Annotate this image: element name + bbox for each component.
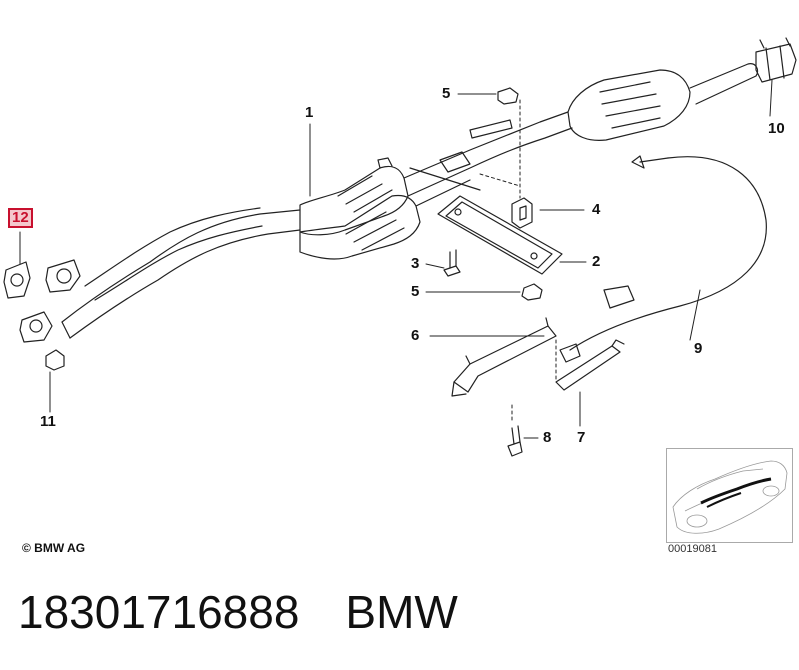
exhaust-parts-diagram <box>3 37 797 457</box>
cable-bracket <box>451 317 557 397</box>
callout-12-highlighted[interactable]: 12 <box>8 208 33 228</box>
footer-caption: 18301716888 BMW <box>18 585 458 639</box>
flange-nuts <box>497 87 543 301</box>
callout-10: 10 <box>768 120 785 137</box>
callout-5-top: 5 <box>442 85 451 102</box>
callout-2: 2 <box>592 253 601 270</box>
hex-bolt <box>443 249 461 277</box>
copyright-label: © BMW AG <box>22 541 86 555</box>
car-silhouette-icon <box>672 460 788 534</box>
twin-catalytic-converters <box>299 157 421 260</box>
rear-catalytic-converter <box>567 63 759 141</box>
front-downpipes <box>61 207 301 339</box>
oxygen-sensor-cable <box>559 155 767 363</box>
hex-nut <box>45 349 65 371</box>
callout-9: 9 <box>694 340 703 357</box>
flange-gaskets <box>3 259 81 343</box>
mounting-bracket <box>437 195 563 275</box>
pipe-clamp <box>755 37 797 83</box>
callout-3: 3 <box>411 255 420 272</box>
vehicle-location-inset <box>666 448 793 543</box>
callout-1: 1 <box>305 104 314 121</box>
callout-11: 11 <box>40 413 56 430</box>
callout-5-mid: 5 <box>411 283 420 300</box>
brand-name: BMW <box>345 586 458 638</box>
callout-6: 6 <box>411 327 420 344</box>
part-number: 18301716888 <box>18 586 300 638</box>
cable-holder <box>555 339 625 391</box>
self-tapping-screw <box>507 425 523 457</box>
callout-8: 8 <box>543 429 552 446</box>
rubber-mount <box>511 197 533 229</box>
callout-7: 7 <box>577 429 586 446</box>
leader-lines <box>19 79 773 439</box>
diagram-reference-number: 00019081 <box>668 543 717 555</box>
mid-pipes <box>403 111 573 207</box>
callout-4: 4 <box>592 201 601 218</box>
